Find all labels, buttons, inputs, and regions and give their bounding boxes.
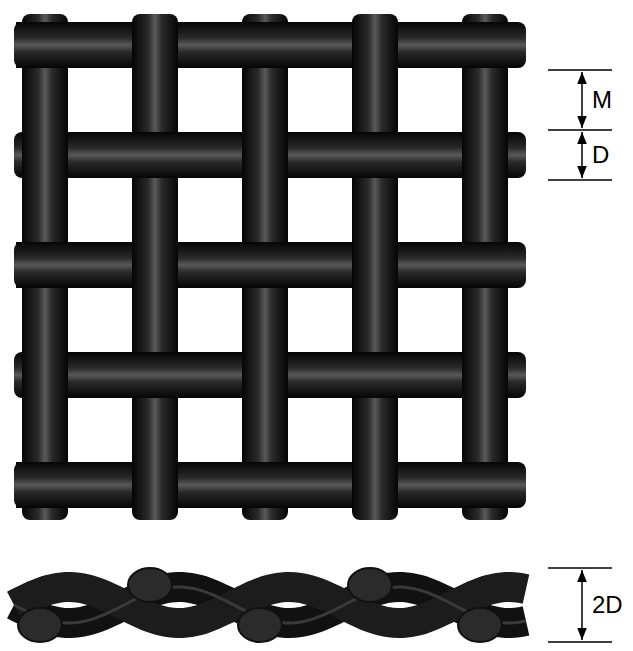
dimension-label: M: [592, 88, 612, 112]
weft-crossing: [236, 242, 294, 288]
warp-wire: [352, 14, 398, 520]
dimension-marks: [548, 70, 612, 642]
wire-cross-section: [18, 608, 62, 642]
weft-crossing: [346, 352, 404, 398]
weft-crossing: [126, 132, 184, 178]
mesh-wires: [14, 14, 526, 520]
weft-crossing: [126, 352, 184, 398]
side-view: [14, 568, 526, 642]
dimension-label: 2D: [592, 593, 623, 617]
weft-crossing: [456, 242, 514, 288]
weft-wire: [14, 242, 526, 288]
weft-crossing: [236, 22, 294, 68]
weft-crossing: [346, 132, 404, 178]
weft-crossing: [16, 242, 74, 288]
dimension-label: D: [592, 143, 609, 167]
weft-crossing: [456, 22, 514, 68]
weft-crossing: [456, 462, 514, 508]
weft-crossing: [16, 462, 74, 508]
weft-wire: [14, 22, 526, 68]
wire-cross-section: [458, 608, 502, 642]
weft-wire: [14, 462, 526, 508]
wire-cross-section: [238, 608, 282, 642]
wire-cross-section: [348, 568, 392, 602]
warp-wire: [132, 14, 178, 520]
wire-cross-section: [128, 568, 172, 602]
weft-crossing: [236, 462, 294, 508]
weft-crossing: [16, 22, 74, 68]
